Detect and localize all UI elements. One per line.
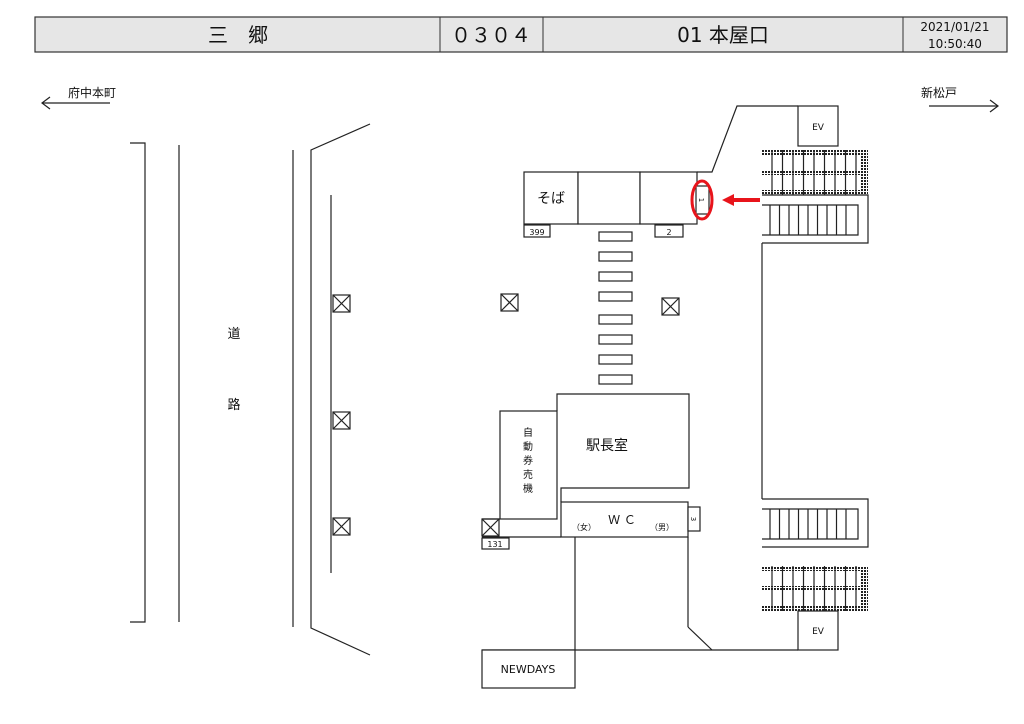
pillar-icon (332, 411, 351, 430)
restroom-label: Ｗ Ｃ (608, 513, 636, 527)
restroom-male-label: （男） (650, 523, 674, 532)
label-3: 3 (689, 517, 697, 521)
date: 2021/01/21 (920, 20, 989, 34)
time: 10:50:40 (928, 37, 982, 51)
newdays-label: NEWDAYS (501, 663, 556, 676)
pillar-icon (481, 518, 500, 537)
label-box-131 (481, 537, 510, 550)
escalator-top (762, 150, 868, 195)
building-outline (482, 105, 798, 651)
exit-name: 01 本屋口 (677, 23, 769, 47)
ticket-machine-label: 自 動 券 売 機 (523, 426, 533, 495)
crosswalk-stripe (598, 231, 633, 242)
svg-text:券: 券 (523, 454, 533, 467)
soba-shop (523, 171, 579, 225)
shop-3 (639, 171, 698, 225)
label-box-3 (687, 506, 701, 532)
crosswalk-stripe (598, 354, 633, 365)
ticket-machine (499, 410, 558, 520)
pillar-icon (500, 293, 519, 312)
label-box-399 (523, 224, 551, 238)
exit-1-box (695, 185, 710, 215)
elevator-top-label: EV (812, 123, 825, 133)
pillar-icon (332, 294, 351, 313)
label-131: 131 (487, 540, 502, 549)
label-box-2 (654, 224, 684, 238)
label-399: 399 (529, 228, 544, 237)
elevator-bottom-label: EV (812, 627, 825, 637)
station-code: ０３０４ (451, 23, 531, 47)
direction-right-label: 新松戸 (921, 85, 957, 100)
elevator-bottom (797, 610, 839, 651)
restroom (560, 501, 689, 538)
highlight-circle (690, 179, 714, 221)
pillar-icon (332, 517, 351, 536)
newdays-shop (481, 649, 576, 689)
escalator-bottom (762, 566, 868, 611)
stairs-bottom (762, 498, 869, 548)
header-bar: 三 郷 ０３０４ 01 本屋口 2021/01/21 10:50:40 (34, 16, 1008, 53)
crosswalk-stripe (598, 291, 633, 302)
crosswalk-stripe (598, 334, 633, 345)
stairs-top (762, 194, 869, 244)
road-char-2: 路 (227, 397, 240, 413)
shop-2 (577, 171, 641, 225)
crosswalk-stripe (598, 374, 633, 385)
pillar-icons (332, 293, 680, 537)
svg-text:売: 売 (523, 468, 533, 481)
crosswalk-stripe (598, 271, 633, 282)
arrow-left-icon (41, 96, 110, 110)
svg-text:動: 動 (523, 440, 533, 453)
direction-left-label: 府中本町 (68, 85, 116, 100)
road (130, 123, 371, 656)
highlight-arrow-icon (722, 194, 760, 206)
svg-text:機: 機 (523, 482, 533, 495)
road-char-1: 道 (227, 327, 240, 342)
crosswalk-stripe (598, 314, 633, 325)
label-1: 1 (697, 198, 705, 202)
station-master-label: 駅長室 (586, 437, 628, 454)
elevator-top (797, 105, 839, 147)
station-name: 三 郷 (208, 23, 268, 47)
crosswalk (598, 231, 633, 385)
soba-label: そば (537, 191, 565, 207)
svg-text:自: 自 (523, 426, 533, 439)
restroom-female-label: （女） (572, 522, 596, 532)
label-2: 2 (666, 228, 671, 237)
arrow-right-icon (929, 99, 999, 113)
pillar-icon (661, 297, 680, 316)
crosswalk-stripe (598, 251, 633, 262)
